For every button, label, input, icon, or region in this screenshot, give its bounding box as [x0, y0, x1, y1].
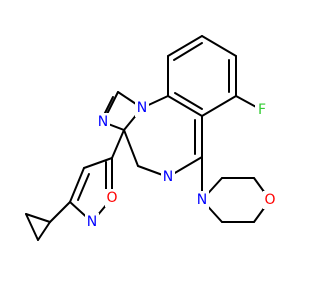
- morpholine-nitrogen-atom: N: [195, 191, 209, 209]
- atom-label-o-isoxazole: O: [106, 190, 117, 206]
- atom-labels: F N N N N O N O: [85, 99, 277, 231]
- bond: [173, 42, 203, 61]
- atom-label-n-pyrimidine: N: [163, 169, 173, 185]
- isoxazole-oxygen-atom: O: [105, 189, 119, 207]
- fluorine-atom: F: [255, 100, 269, 118]
- bond: [167, 95, 203, 117]
- bond: [25, 213, 51, 223]
- atom-label-o-morpholine: O: [264, 192, 275, 208]
- bond: [49, 201, 71, 223]
- bond: [111, 129, 125, 159]
- bond: [235, 95, 259, 109]
- bond: [83, 157, 113, 169]
- bond: [37, 221, 51, 241]
- bond: [167, 35, 203, 57]
- bond: [174, 92, 203, 110]
- bond: [25, 213, 39, 241]
- atom-label-f: F: [258, 102, 266, 118]
- bond: [201, 35, 237, 57]
- pyrimidine-nitrogen-atom: N: [161, 168, 175, 186]
- bond: [123, 129, 139, 167]
- atom-label-n-isoxazole: N: [87, 214, 97, 230]
- bond: [69, 167, 85, 203]
- bond: [201, 95, 237, 117]
- morpholine-oxygen-atom: O: [263, 191, 277, 209]
- atom-label-n-imidazole: N: [98, 114, 108, 130]
- bond: [77, 173, 90, 201]
- isoxazole-nitrogen-atom: N: [85, 213, 99, 231]
- molecule-structure: F N N N N O N O: [25, 35, 277, 241]
- atom-label-n-morpholine: N: [197, 192, 207, 208]
- imidazole-nitrogen-atom: N: [96, 113, 110, 131]
- bridgehead-nitrogen-atom: N: [135, 99, 149, 117]
- bonds: [25, 35, 271, 241]
- atom-label-n-bridgehead: N: [137, 100, 147, 116]
